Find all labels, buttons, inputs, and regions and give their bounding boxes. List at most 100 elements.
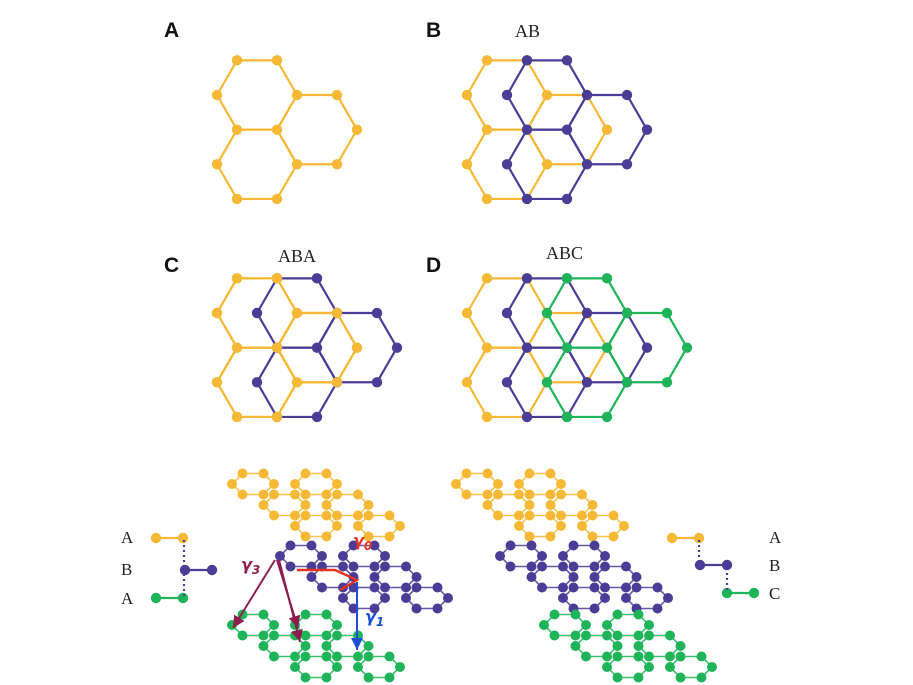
aba-perspective-stack	[227, 468, 453, 683]
abc-middle-ring	[530, 565, 575, 589]
aba-stacking-legend	[150, 532, 218, 604]
aba-middle-ring	[278, 544, 324, 568]
aba-middle-atom	[411, 582, 422, 593]
aba-middle-atom	[317, 551, 327, 561]
abc-middle-atom	[631, 582, 642, 593]
aba-bottom-atom	[321, 609, 332, 620]
aba-middle-atom	[369, 572, 380, 582]
abc-top-atom	[545, 468, 556, 479]
aba-top-atom	[353, 510, 363, 521]
aba-middle-ring	[341, 586, 387, 610]
aba-bottom-atom	[321, 630, 332, 641]
abc-top-atom	[524, 531, 535, 542]
layer-a-atom	[461, 89, 473, 101]
aba-top-atom	[321, 489, 332, 500]
panel-c-aba-lattice	[211, 273, 403, 423]
aba-top-atom	[300, 510, 311, 521]
layer-a-atom	[541, 159, 553, 170]
layer-a-atom	[461, 307, 473, 319]
abc-bottom-atom	[633, 641, 644, 651]
abc-bottom-atom	[612, 651, 623, 662]
abc-bottom-ring	[542, 613, 588, 637]
abc-legend-bottom-atom	[721, 587, 733, 599]
layer-b-atom	[581, 377, 593, 388]
layer-b-atom	[561, 55, 573, 66]
abc-top-atom	[577, 489, 587, 500]
abc-bottom-ring	[605, 613, 651, 637]
layer-a-atom	[231, 55, 243, 66]
abc-middle-atom	[600, 593, 610, 603]
aba-middle-atom	[432, 582, 443, 593]
abc-top-atom	[608, 531, 619, 542]
aba-bottom-atom	[258, 641, 269, 651]
abc-middle-atom	[621, 561, 631, 572]
aba-legend-middle-atom	[179, 564, 191, 576]
aba-top-atom	[269, 489, 279, 500]
layer-b-atom	[581, 89, 593, 101]
abc-bottom-atom	[707, 662, 717, 672]
aba-top-atom	[332, 489, 342, 500]
abc-middle-atom	[526, 540, 537, 551]
aba-top-atom	[332, 479, 342, 489]
layer-b-atom	[641, 342, 653, 353]
aba-top-atom	[353, 489, 363, 500]
aba-bottom-atom	[353, 651, 363, 662]
aba-top-atom	[290, 521, 300, 531]
layer-a-atom	[231, 124, 243, 135]
aba-middle-atom	[348, 540, 359, 551]
abc-top-atom	[545, 510, 556, 521]
abc-bottom-atom	[612, 630, 623, 641]
layer-b-atom	[501, 89, 513, 101]
abc-top-atom	[493, 510, 503, 521]
aba-bottom-atom	[269, 630, 279, 641]
layer-a-atom	[271, 55, 283, 66]
abc-middle-atom	[568, 561, 579, 572]
aba-legend-top-atom	[177, 532, 189, 544]
abc-middle-sheet	[495, 540, 673, 614]
abc-bottom-atom	[581, 620, 591, 630]
layer-a-atom	[331, 159, 343, 170]
layer-a-atom	[351, 124, 363, 135]
layer-b-atom	[311, 342, 323, 353]
aba-top-ring	[356, 514, 402, 538]
layer-a-atom	[461, 159, 473, 170]
abc-bottom-atom	[549, 609, 560, 620]
layer-a-atom	[271, 124, 283, 135]
aba-top-atom	[300, 489, 311, 500]
aba-middle-atom	[443, 593, 453, 603]
layer-a-top-atom	[291, 307, 303, 319]
abc-top-atom	[451, 479, 461, 489]
aba-middle-atom	[401, 593, 411, 603]
abc-top-atom	[556, 510, 566, 521]
layer-a-atom	[481, 124, 493, 135]
aba-bottom-atom	[290, 662, 300, 672]
layer-a-atom	[481, 273, 493, 284]
gamma3-arrow-right	[278, 559, 303, 643]
abc-bottom-atom	[633, 609, 644, 620]
aba-legend-bottom-atom	[150, 592, 162, 604]
layer-c-atom	[601, 411, 613, 423]
layer-c-atom	[541, 307, 553, 319]
layer-b-atom	[311, 273, 323, 284]
abc-top-atom	[545, 489, 556, 500]
layer-b-atom	[641, 124, 653, 135]
abc-top-atom	[545, 531, 556, 542]
aba-middle-atom	[369, 561, 380, 572]
layer-a-atom	[461, 377, 473, 388]
aba-bottom-atom	[395, 662, 405, 672]
aba-middle-atom	[401, 561, 411, 572]
gamma0-label: γ0	[353, 531, 372, 553]
aba-legend-label-top: A	[121, 528, 134, 547]
aba-bottom-atom	[332, 651, 342, 662]
abc-top-atom	[461, 468, 472, 479]
aba-middle-atom	[411, 603, 422, 614]
gamma0-hopping-path	[297, 568, 360, 592]
panel-c-title: ABA	[278, 246, 316, 266]
abc-bottom-atom	[581, 630, 591, 641]
aba-middle-atom	[348, 561, 359, 572]
abc-legend-top-atom	[666, 532, 678, 544]
abc-top-ring	[580, 514, 626, 538]
aba-top-atom	[300, 500, 311, 510]
aba-bottom-atom	[332, 662, 342, 672]
abc-middle-atom	[537, 561, 547, 572]
